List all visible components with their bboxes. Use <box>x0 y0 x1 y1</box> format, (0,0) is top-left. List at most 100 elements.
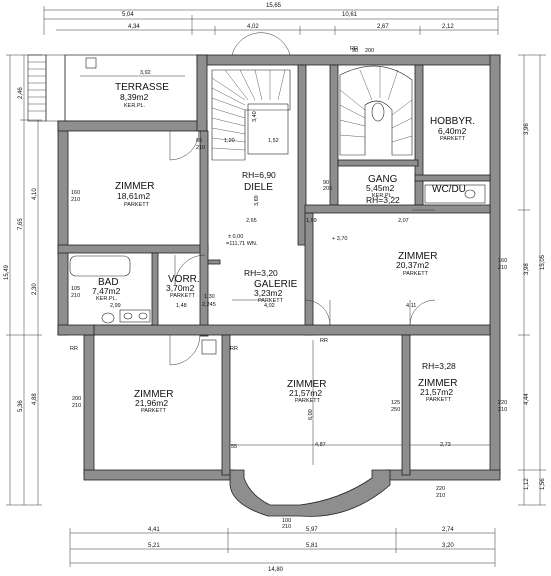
room-height: RH=3,20 <box>244 268 278 278</box>
room-floor: PARKETT <box>170 293 196 299</box>
opening-label: 210 <box>71 197 80 203</box>
opening-label: 55 <box>231 444 237 450</box>
opening-label: 205 <box>323 186 332 192</box>
opening-label: 100 <box>282 518 291 524</box>
room-name: DIELE <box>244 182 273 193</box>
opening-label: 210 <box>498 265 507 271</box>
opening-label: 210 <box>72 403 81 409</box>
dim-top-b: 10,61 <box>342 12 358 18</box>
dimension-top: 15,65 5,04 10,61 4,34 4,02 2,67 2,12 <box>43 3 499 35</box>
dim-top-total: 15,65 <box>266 3 282 9</box>
inner-dim: 1,52 <box>268 138 279 144</box>
dim-left-total: 15,49 <box>4 264 10 280</box>
room-floor: PARKETT <box>124 202 150 208</box>
opening-label: 200 <box>365 48 374 54</box>
inner-dim: 2,99 <box>110 303 121 309</box>
opening-label: 105 <box>71 286 80 292</box>
room-name: ZIMMER <box>134 389 173 400</box>
terrasse: 3,92 <box>27 54 198 122</box>
room-area: 3,70m2 <box>166 283 195 293</box>
dimension-bottom: 4,41 5,97 2,74 5,21 5,81 3,20 14,80 <box>69 527 496 573</box>
dim-top-c4: 2,12 <box>442 24 454 30</box>
opening-label: 6,00 <box>308 409 314 420</box>
room-name: ZIMMER <box>418 378 457 389</box>
dim-top-a: 5,04 <box>122 12 134 18</box>
room-floor: KER.PL. <box>372 193 394 199</box>
dim-bottom-a3: 2,74 <box>442 527 454 533</box>
opening-label: 200 <box>72 396 81 402</box>
room-zimmer-bottom-center-label: ZIMMER 21,57m2 PARKETT <box>287 379 326 404</box>
opening-label: 85 <box>196 138 202 144</box>
room-area: 6,40m2 <box>438 126 467 136</box>
dim-top-c3: 2,67 <box>377 24 389 30</box>
dim-bottom-b2: 5,81 <box>306 543 318 549</box>
room-zimmer-bottom-left-label: ZIMMER 21,96m2 PARKETT <box>134 389 173 414</box>
dim-bottom-b1: 5,21 <box>148 543 160 549</box>
opening-label: 160 <box>71 190 80 196</box>
opening-label: 210 <box>498 407 507 413</box>
room-zimmer-top-left-label: ZIMMER 18,61m2 PARKETT <box>115 181 154 208</box>
dimension-left: 15,49 2,46 4,10 7,65 2,30 5,36 4,88 <box>4 54 42 506</box>
room-name: HOBBYR. <box>430 116 475 127</box>
room-area: 21,57m2 <box>289 388 322 398</box>
dim-right-total: 15,05 <box>540 254 546 270</box>
room-name: ZIMMER <box>287 379 326 390</box>
room-height: RH=3,28 <box>422 361 456 371</box>
room-area: 5,45m2 <box>366 183 395 193</box>
inner-dim: 3,40 <box>252 111 258 122</box>
level-gallery: + 3,70 <box>332 236 347 242</box>
room-floor: KER.PL. <box>96 296 118 302</box>
opening-label: 210 <box>71 293 80 299</box>
level-main: ± 0,00 <box>228 234 243 240</box>
room-terrasse-label: TERRASSE 8,39m2 KER.PL. <box>115 82 169 109</box>
label-rr: RR <box>350 46 358 52</box>
room-name: TERRASSE <box>115 82 169 93</box>
room-height: RH=6,90 <box>242 170 276 180</box>
inner-dimensions: 1,20 1,52 2,65 3,69 1,99 2,07 1,48 2,99 … <box>110 111 490 465</box>
dim-bottom-a2: 5,97 <box>306 527 318 533</box>
room-height: RH=3,22 <box>366 195 400 205</box>
dim-left-a: 2,46 <box>18 87 24 99</box>
dim-top-c2: 4,02 <box>247 24 259 30</box>
dimension-right: 3,96 3,98 15,05 4,44 1,12 1,56 <box>518 54 546 506</box>
room-floor: PARKETT <box>141 408 167 414</box>
label-rr: RR <box>230 346 238 352</box>
dim-left-f: 4,88 <box>32 393 38 405</box>
room-galerie-label: RH=3,20 GALERIE 3,23m2 PARKETT <box>244 268 298 304</box>
opening-label: 90 <box>323 180 329 186</box>
outer-walls <box>57 54 501 517</box>
level-markers: ± 0,00 =111,71 WN. + 3,70 <box>226 234 347 247</box>
stairs-diele <box>211 32 291 161</box>
dim-top-c1: 4,34 <box>128 24 140 30</box>
dim-left-e: 5,36 <box>18 400 24 412</box>
terrasse-width: 3,92 <box>140 70 151 76</box>
dim-left-b: 4,10 <box>32 188 38 200</box>
inner-dim: 4,11 <box>406 303 416 309</box>
room-name: GANG <box>368 174 398 185</box>
room-floor: KER.PL. <box>124 103 146 109</box>
room-zimmer-right-label: ZIMMER 20,37m2 PARKETT <box>396 251 437 277</box>
room-vorr-label: VORR. 3,70m2 PARKETT <box>166 274 200 299</box>
stairs-gang <box>339 65 413 156</box>
room-area: 21,57m2 <box>420 387 453 397</box>
room-area: 18,61m2 <box>117 191 150 201</box>
dim-bottom-b3: 3,20 <box>442 543 454 549</box>
inner-dim: 2,07 <box>398 218 409 224</box>
room-name: VORR. <box>168 274 200 285</box>
inner-dim: 2,245 <box>202 302 216 308</box>
room-gang-label: GANG 5,45m2 KER.PL. RH=3,22 <box>366 174 400 205</box>
dim-bottom-a1: 4,41 <box>148 527 160 533</box>
room-name: ZIMMER <box>398 251 437 262</box>
opening-label: 220 <box>436 486 445 492</box>
dim-left-c: 7,65 <box>18 218 24 230</box>
inner-dim: 3,69 <box>254 195 260 206</box>
opening-label: 250 <box>391 407 400 413</box>
opening-label: 220 <box>498 400 507 406</box>
inner-dim: 1,99 <box>306 218 317 224</box>
room-hobbyr-label: HOBBYR. 6,40m2 PARKETT <box>430 116 475 142</box>
room-floor: PARKETT <box>426 397 452 403</box>
dim-right-b: 3,98 <box>524 263 530 275</box>
dim-bottom-total: 14,80 <box>268 567 284 573</box>
opening-label: 125 <box>391 400 400 406</box>
